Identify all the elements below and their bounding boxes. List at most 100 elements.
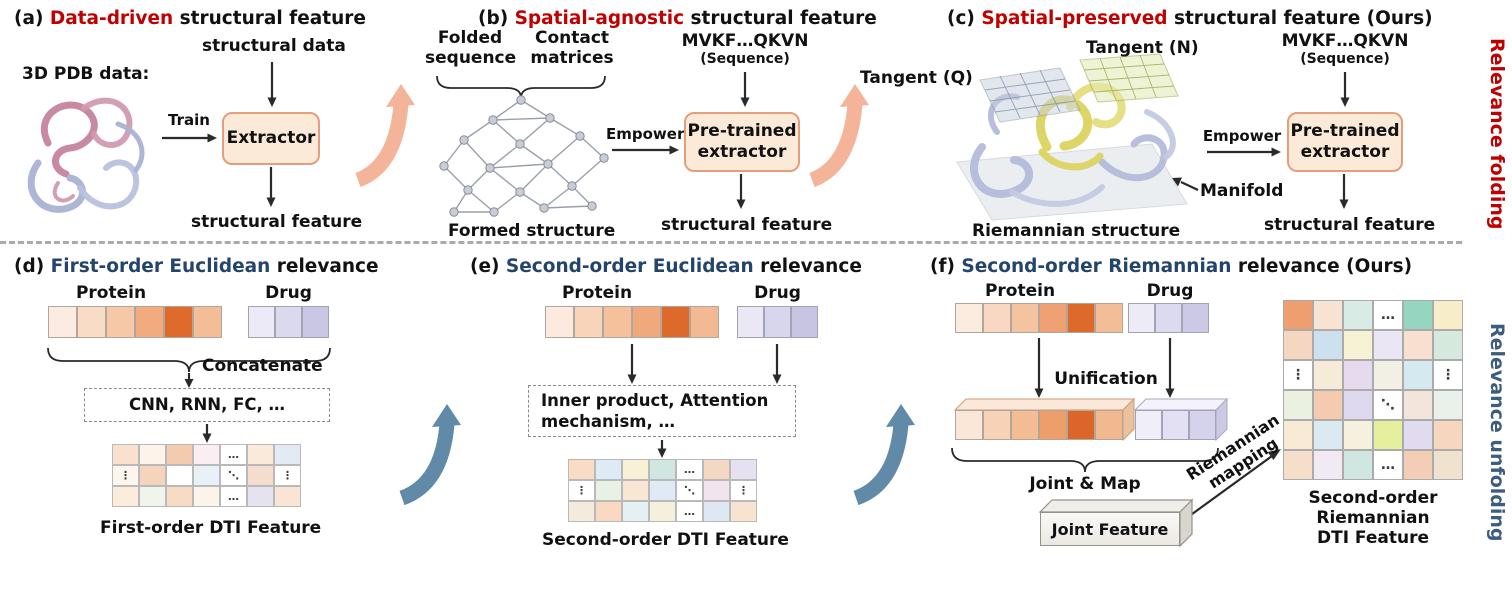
matrix-cell [1283,390,1313,420]
matrix-cell [983,303,1011,333]
matrix-cell [649,501,676,522]
folded-sequence-line2: sequence [425,48,517,69]
matrix-cell [166,465,193,486]
matrix-cell [1343,420,1373,450]
sequence-label-c: MVKF…QKVN [1281,31,1409,51]
matrix-cell [193,465,220,486]
panel-b-title-accent: Spatial-agnostic [514,8,685,29]
matrix-cell: ⋮ [1283,360,1313,390]
matrix-cell [1313,330,1343,360]
matrix-cell [1313,450,1343,480]
matrix-cell [1313,360,1343,390]
brace-joint-map [951,447,1219,473]
transition-arrow-d-to-e [399,404,461,506]
cell-row [545,306,719,338]
protein-label-f: Protein [984,281,1056,301]
pdb-data-label: 3D PDB data: [22,64,150,84]
matrix-cell: ⋱ [676,480,703,501]
matrix-cell [247,444,274,465]
cell-row: … [1283,450,1463,480]
drug-feature-row-f [1128,303,1209,333]
dti-feature-label-d: First-order DTI Feature [100,518,322,538]
transition-arrow-e-to-f [853,404,915,506]
panel-d-title-accent: First-order Euclidean [50,256,271,277]
panel-f-title-prefix: (f) [930,256,962,277]
panel-f-title-suffix: relevance (Ours) [1231,256,1413,277]
matrix-cell [703,501,730,522]
folded-sequence-line1: Folded [437,28,503,48]
matrix-cell [568,459,595,480]
matrix-cell [622,501,649,522]
methods-line1-e: Inner product, Attention [541,390,769,410]
pretrained-line2-c: extractor [1300,142,1390,162]
cell-row: ⋮⋱⋮ [112,465,301,486]
formed-structure-graph [439,95,609,217]
matrix-cell [1343,330,1373,360]
matrix-cell [1313,420,1343,450]
riemannian-structure-label: Riemannian structure [972,221,1181,241]
drug-feature-row-d [248,306,329,338]
matrix-cell [166,444,193,465]
matrix-cell: ⋮ [274,465,301,486]
matrix-cell [193,444,220,465]
matrix-cell [1095,303,1123,333]
matrix-cell [703,459,730,480]
sequence-sub-label-b: (Sequence) [700,51,790,67]
panel-c-title-prefix: (c) [947,8,982,29]
panel-c-title-suffix: structural feature (Ours) [1167,8,1433,29]
panel-a-title-accent: Data-driven [49,8,174,29]
matrix-cell [1313,390,1343,420]
folded-sequence-label: Folded sequence [425,28,517,69]
matrix-cell: … [676,501,703,522]
matrix-cell [275,306,302,338]
matrix-cell [1343,450,1373,480]
protein-label-e: Protein [561,283,633,303]
matrix-cell [622,480,649,501]
section-divider [0,241,1462,244]
contact-matrices-line2: matrices [530,48,614,69]
tangent-plane-n [1079,53,1179,103]
panel-a-title-suffix: structural feature [173,8,366,29]
panel-b-title: (b) Spatial-agnostic structural feature [478,8,877,29]
cell-row [1283,420,1463,450]
sequence-sub-label-c: (Sequence) [1300,51,1390,67]
panel-a-title: (a) Data-driven structural feature [14,8,366,29]
dti-matrix-f: …⋮⋮⋱… [1283,300,1463,480]
cell-row: ⋱ [1283,390,1463,420]
matrix-cell [48,306,77,338]
matrix-cell [595,480,622,501]
matrix-cell [193,306,222,338]
panel-d-title-suffix: relevance [270,256,379,277]
matrix-cell [1283,330,1313,360]
drug-feature-row-e [737,306,818,338]
cell-row [1128,303,1209,333]
matrix-cell [1128,303,1155,333]
pdb-protein-image [27,97,145,213]
matrix-cell [632,306,661,338]
structural-feature-label-c: structural feature [1264,215,1436,235]
matrix-cell [112,486,139,507]
sequence-label-b: MVKF…QKVN [681,31,809,51]
panel-d-title-prefix: (d) [14,256,51,277]
protein-feature-row-d [48,306,222,338]
drug-label-f: Drug [1146,281,1194,301]
matrix-cell [703,480,730,501]
matrix-cell [1403,450,1433,480]
methods-line2-e: mechanism, … [541,412,675,431]
panel-c-title-accent: Spatial-preserved [981,8,1168,29]
drug-label-d: Drug [265,283,312,303]
panel-e-title: (e) Second-order Euclidean relevance [470,256,862,277]
transition-arrow-a-to-b [354,84,415,188]
matrix-cell: ⋱ [220,465,247,486]
matrix-cell [247,486,274,507]
matrix-cell [1403,330,1433,360]
matrix-cell [690,306,719,338]
brace-folded-contact [436,75,606,99]
cell-row [248,306,329,338]
matrix-cell [193,486,220,507]
empower-label-c: Empower [1202,127,1282,145]
matrix-cell [603,306,632,338]
matrix-cell [595,501,622,522]
matrix-cell [1189,410,1216,440]
